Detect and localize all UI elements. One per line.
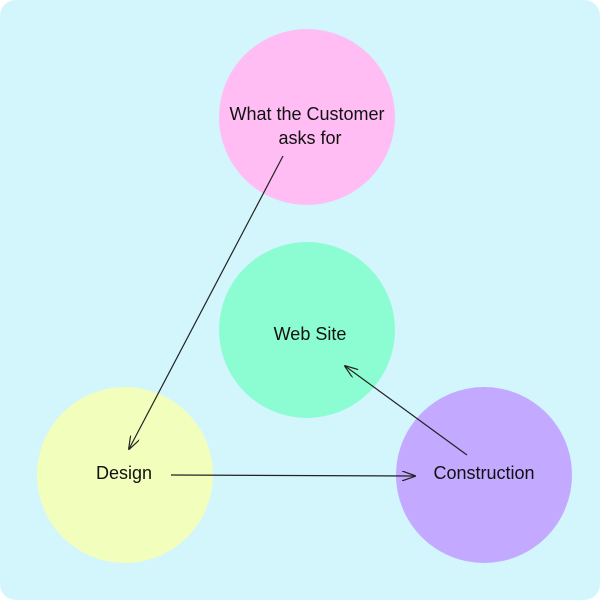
customer-label-line1: What the Customer [229, 104, 384, 124]
construction-label: Construction [433, 463, 534, 483]
arrow-construction-to-website [345, 366, 468, 456]
website-label: Web Site [274, 324, 347, 344]
design-circle [37, 387, 213, 563]
node-design: Design [37, 387, 213, 563]
customer-label-line2: asks for [278, 128, 341, 148]
node-website: Web Site [219, 242, 395, 418]
node-customer: What the Customer asks for [219, 29, 395, 205]
arrow-customer-to-design [129, 155, 284, 449]
customer-circle [219, 29, 395, 205]
arrow-design-to-construction [170, 475, 415, 476]
design-label: Design [96, 463, 152, 483]
node-construction: Construction [396, 387, 572, 563]
construction-circle [396, 387, 572, 563]
